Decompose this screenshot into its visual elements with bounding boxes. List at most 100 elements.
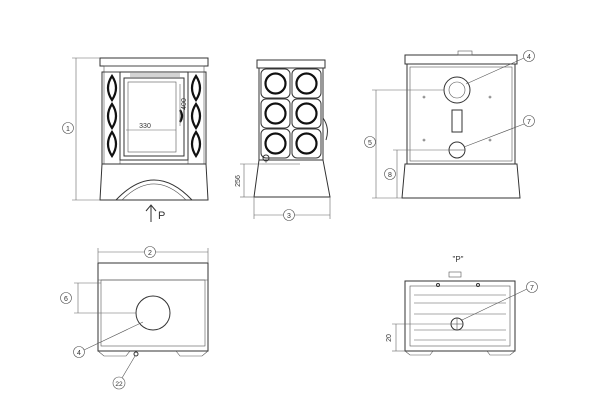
rear-base [401,163,521,199]
front-door-handle [179,109,184,123]
dimension-2-label: 2 [148,250,152,257]
dimension-5-label: 5 [368,140,372,147]
label-4-rear-bubble [523,50,535,62]
side-tile [260,98,291,129]
side-tile-ring [295,72,318,95]
front-top-band [103,65,205,73]
side-tile [260,68,291,99]
front-right-ornament-top [190,74,202,102]
view-p-title: "P" [452,255,463,264]
front-base-arch-inner [121,183,187,201]
view-p-top-handle [448,271,462,278]
dimension-6-bubble [60,292,72,304]
side-base-height-label: 256 [235,175,242,187]
label-7-view-p: 7 [530,285,534,292]
front-tile-body [101,71,207,165]
label-4-top: 4 [77,350,81,357]
view-p-foot-right [486,350,516,356]
leader-7-rear [463,123,525,148]
front-base [99,163,209,201]
front-left-tile-column [103,71,121,165]
side-tile [291,98,322,129]
label-4-top-bubble [73,346,85,358]
rear-top [404,54,518,65]
dimension-1-label: 1 [66,126,70,133]
leader-7-view-p [461,288,528,321]
top-view-foot-right [175,350,209,357]
label-22-bubble [112,376,126,390]
leader-4-top [83,321,144,351]
top-view-connector [133,351,139,357]
top-view: 2 6 4 22 [60,246,209,390]
front-base-arch [115,179,193,201]
side-view: 256 3 [235,59,331,221]
side-tile-ring [295,132,318,155]
dimension-2-bubble [144,246,156,258]
front-right-ornament-middle [190,102,202,130]
side-handle [322,117,328,141]
front-view: 400 330 1 P [62,57,209,222]
front-left-ornament-middle [106,102,118,130]
dimension-3-bubble [283,209,295,221]
front-door-glass [127,81,177,153]
view-arrow-label: P [158,210,165,222]
dimension-1-bubble [62,122,74,134]
front-right-ornament-bottom [190,130,202,158]
dimension-8-bubble [384,168,396,180]
rear-screw [488,95,492,99]
rear-view: 4 7 5 8 [364,50,535,199]
door-width-label: 330 [139,123,151,130]
top-view-outline [97,262,209,352]
front-left-ornament-bottom [106,130,118,158]
top-view-flue-outlet [135,295,171,331]
front-top-cornice [99,57,209,67]
leader-4-rear [465,57,525,85]
rear-screw [488,138,492,142]
side-tile-ring [264,132,287,155]
view-p: "P" 7 20 [386,255,538,356]
front-right-tile-column [187,71,205,165]
side-tile-ring [264,72,287,95]
side-base [253,159,331,198]
top-view-foot-left [97,350,131,357]
side-tile [260,128,291,159]
dimension-5-bubble [364,136,376,148]
leader-22 [121,355,136,379]
rear-screw [422,95,426,99]
view-p-screw [476,283,480,287]
front-door [123,77,185,157]
rear-body [406,63,516,165]
label-7-view-p-bubble [526,281,538,293]
rear-offset-label: 20 [386,334,393,342]
label-7-rear-bubble [523,115,535,127]
side-top [256,59,326,69]
side-tile-grid [260,68,322,159]
rear-flue-outlet-top [443,76,471,104]
view-p-inner [409,285,511,347]
label-7-rear: 7 [527,119,531,126]
view-p-outline [404,280,516,352]
rear-flue-outlet-top-inner [448,81,466,99]
rear-screw [422,138,426,142]
label-4-rear: 4 [527,54,531,61]
side-tile-ring [264,102,287,125]
dimension-6-label: 6 [64,296,68,303]
view-arrow-head [145,204,157,212]
label-22: 22 [115,381,123,388]
side-tile-body [258,67,324,161]
side-tile [291,68,322,99]
view-p-foot-left [404,350,434,356]
dimension-8-label: 8 [388,172,392,179]
view-p-screw [436,283,440,287]
rear-vent-slot [451,109,463,133]
door-height-label: 400 [181,98,188,110]
front-left-ornament-top [106,74,118,102]
front-door-frame [119,71,189,161]
dimension-3-label: 3 [287,213,291,220]
rear-body-inner [409,66,513,162]
side-tile-ring [295,102,318,125]
rear-top-handle [457,50,473,56]
side-tile [291,128,322,159]
